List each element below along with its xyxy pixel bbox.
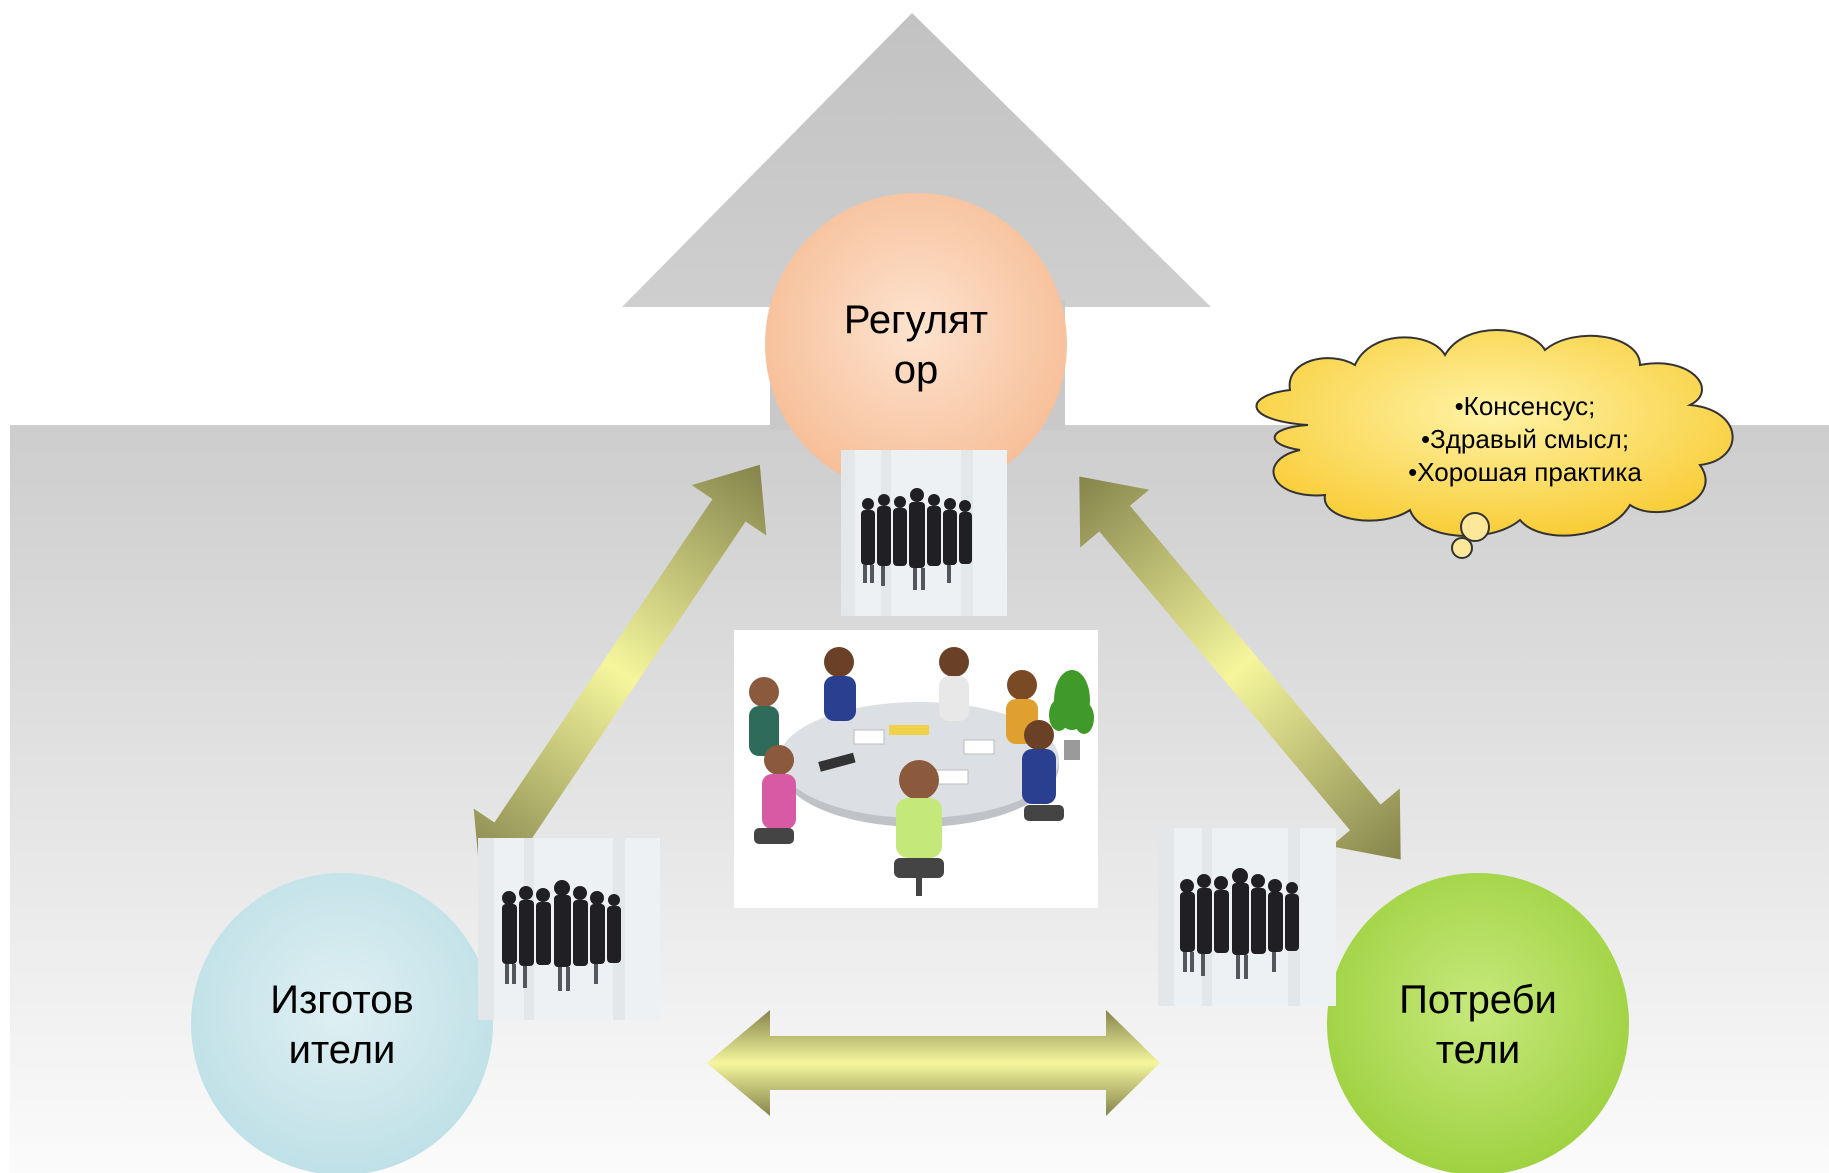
regulator-circle (765, 193, 1067, 495)
business-people-group-icon (1158, 828, 1336, 1006)
arrow-regulator-manufacturers (473, 464, 767, 880)
house-roof (622, 13, 1211, 307)
manufacturers-label-line1: Изготов (270, 978, 414, 1022)
consumers-label-line1: Потреби (1399, 978, 1557, 1022)
cloud-item-good-practice: •Хорошая практика (1408, 457, 1642, 487)
manufacturers-label-line2: ители (288, 1028, 396, 1072)
regulator-label-line1: Регулят (843, 298, 989, 342)
consumers-circle (1327, 873, 1629, 1173)
regulator-label: Регулят ор (816, 295, 1016, 395)
arrow-manufacturers-consumers (707, 1010, 1160, 1116)
consumers-label-line2: тели (1435, 1028, 1521, 1072)
cloud-item-common-sense: •Здравый смысл; (1420, 424, 1630, 454)
business-people-group-icon (478, 838, 660, 1020)
thought-cloud (1255, 329, 1734, 559)
business-people-group-icon (841, 450, 1007, 616)
manufacturers-label: Изготов ители (242, 975, 442, 1075)
cloud-text: •Консенсус; •Здравый смысл; •Хорошая пра… (1345, 390, 1705, 489)
arrow-regulator-consumers (1079, 476, 1401, 860)
round-table-meeting-icon (734, 630, 1098, 908)
consumers-label: Потреби тели (1378, 975, 1578, 1075)
regulator-label-line2: ор (893, 348, 939, 392)
cloud-item-consensus: •Консенсус; (1454, 391, 1596, 421)
manufacturers-circle (191, 873, 493, 1173)
